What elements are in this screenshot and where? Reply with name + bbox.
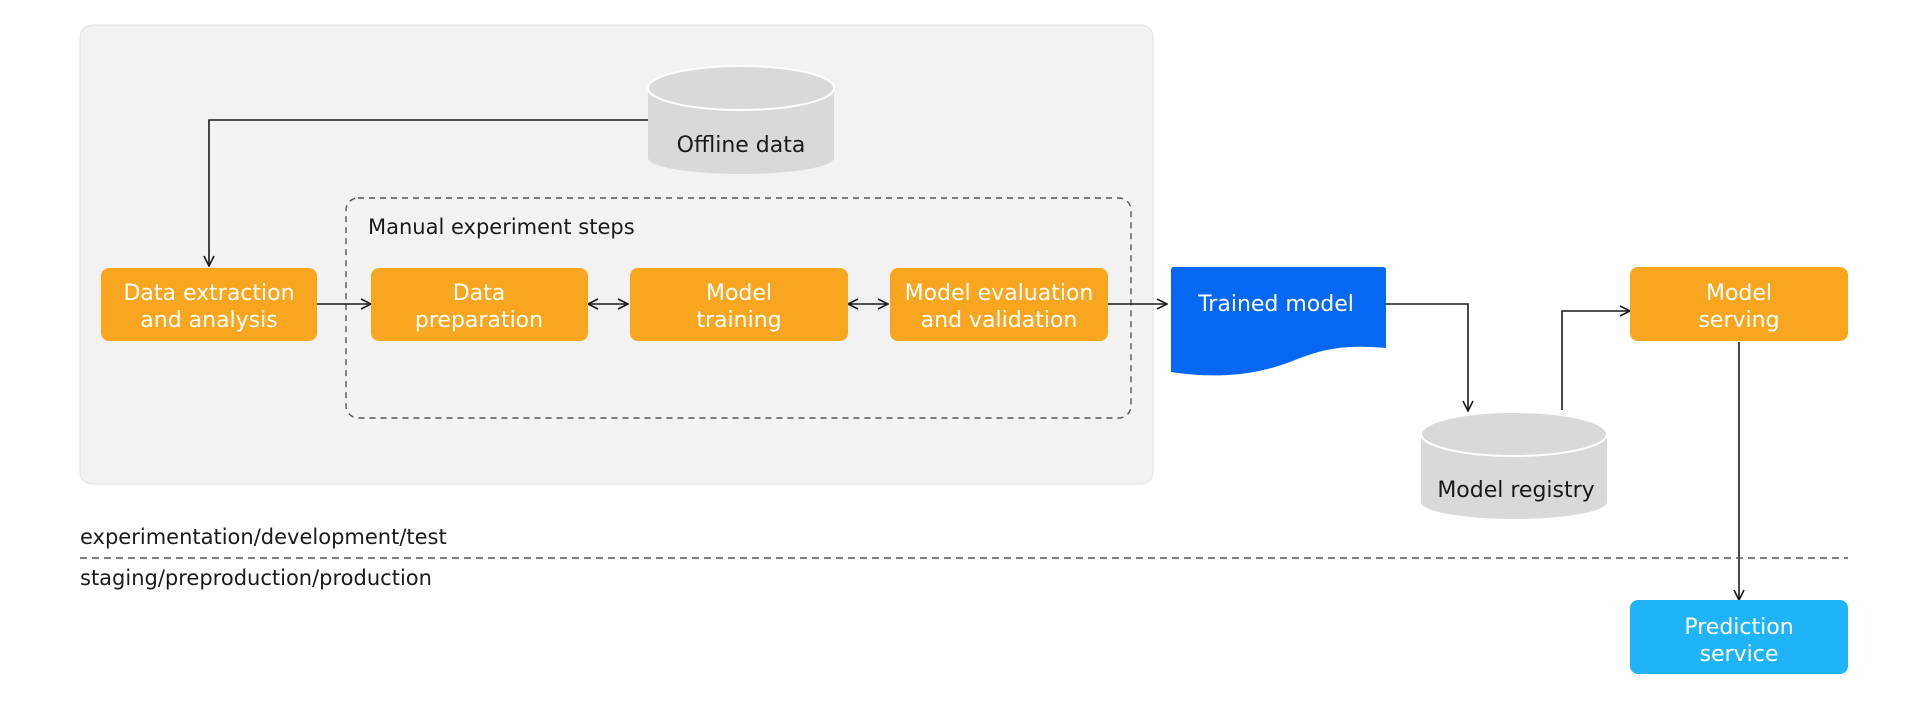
prediction-service-label-line2: service xyxy=(1700,642,1779,667)
lower-environment-label: staging/preproduction/production xyxy=(80,566,432,590)
model-evaluation-node: Model evaluation and validation xyxy=(890,268,1108,341)
model-serving-node: Model serving xyxy=(1630,267,1848,341)
model-evaluation-label-line2: and validation xyxy=(921,308,1078,333)
model-registry-label: Model registry xyxy=(1437,478,1594,503)
model-registry-node: Model registry xyxy=(1420,411,1608,519)
data-preparation-node: Data preparation xyxy=(371,268,588,341)
manual-steps-label: Manual experiment steps xyxy=(368,215,635,239)
data-extraction-label-line2: and analysis xyxy=(140,308,277,333)
prediction-service-node: Prediction service xyxy=(1630,600,1848,674)
offline-to-extraction-arrow xyxy=(209,119,648,266)
model-training-node: Model training xyxy=(630,268,848,341)
model-serving-label-line2: serving xyxy=(1698,308,1779,333)
trained-model-node: Trained model xyxy=(1171,267,1386,376)
registry-to-serving-arrow xyxy=(1561,311,1630,410)
experimentation-panel xyxy=(79,24,1154,485)
prediction-service-label-line1: Prediction xyxy=(1684,615,1793,640)
model-evaluation-label-line1: Model evaluation xyxy=(905,281,1094,306)
offline-data-label: Offline data xyxy=(677,133,806,158)
data-preparation-label-line1: Data xyxy=(453,281,506,306)
model-training-label-line2: training xyxy=(696,308,781,333)
upper-environment-label: experimentation/development/test xyxy=(80,525,447,549)
data-extraction-label-line1: Data extraction xyxy=(123,281,294,306)
trained-to-registry-arrow xyxy=(1386,303,1468,411)
data-extraction-node: Data extraction and analysis xyxy=(101,268,317,341)
offline-data-node: Offline data xyxy=(647,65,835,174)
trained-model-label: Trained model xyxy=(1197,292,1354,317)
model-serving-label-line1: Model xyxy=(1706,281,1772,306)
manual-steps-group xyxy=(345,197,1132,419)
data-preparation-label-line2: preparation xyxy=(415,308,543,333)
model-training-label-line1: Model xyxy=(706,281,772,306)
